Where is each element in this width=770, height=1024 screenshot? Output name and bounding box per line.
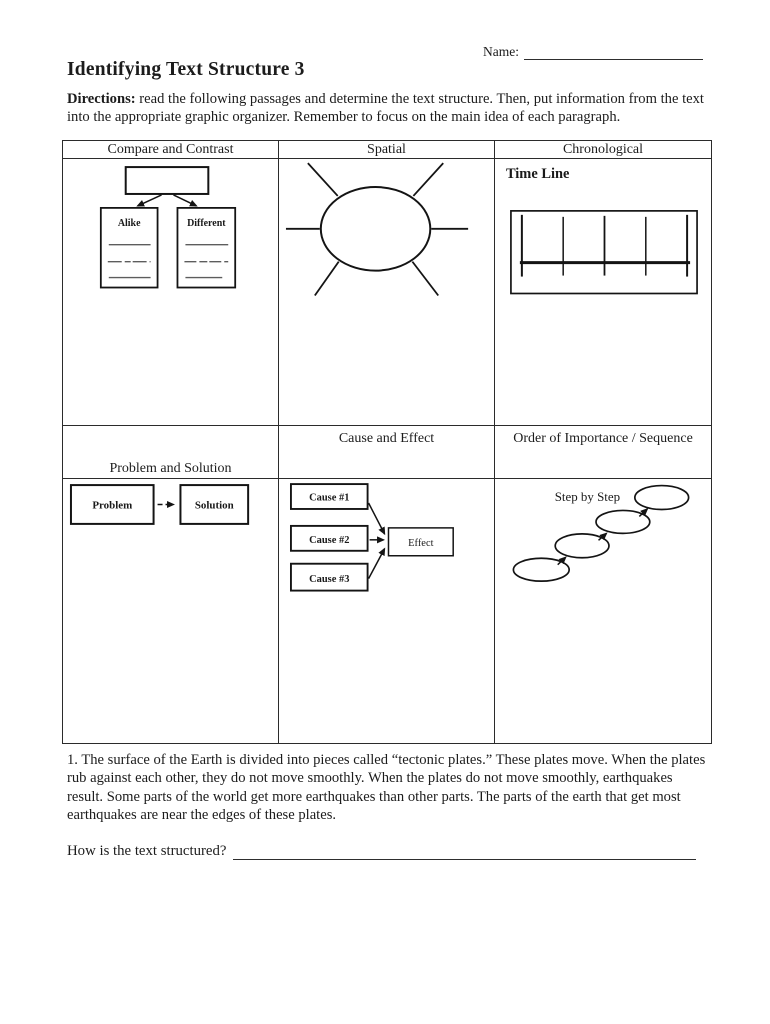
arrow-to-different-icon	[173, 194, 198, 207]
compare-top-box	[124, 166, 210, 195]
name-blank-line	[524, 46, 703, 60]
header-chronological: Chronological	[495, 141, 711, 159]
passage-1: 1. The surface of the Earth is divided i…	[67, 752, 706, 824]
timeline-ticks	[520, 214, 689, 277]
problem-box	[69, 484, 155, 525]
page-title: Identifying Text Structure 3	[67, 59, 305, 80]
step-by-step-diagram: Step by Step	[512, 484, 690, 582]
solution-box	[179, 484, 250, 525]
alike-box	[99, 206, 159, 289]
sequence-arrows	[557, 507, 649, 566]
arrow-to-alike-icon	[136, 194, 162, 207]
sequence-ovals	[512, 484, 690, 582]
header-cause-effect: Cause and Effect	[279, 426, 495, 479]
cause-effect-cell: Cause #1 Cause #2 Cause #3 Effect	[279, 479, 495, 743]
cause2-box	[289, 524, 369, 552]
cause-effect-diagram: Cause #1 Cause #2 Cause #3 Effect	[289, 483, 454, 592]
cause3-box	[289, 562, 369, 592]
compare-contrast-cell: Alike Different	[63, 159, 279, 426]
spatial-cell	[279, 159, 495, 426]
spatial-oval	[319, 185, 432, 272]
header-problem-solution: Problem and Solution	[63, 426, 279, 479]
step-by-step-label: Step by Step	[555, 489, 620, 504]
sequence-cell: Step by Step	[495, 479, 711, 743]
directions-paragraph: Directions: read the following passages …	[67, 90, 707, 127]
cause1-label: Cause #1	[309, 493, 349, 504]
cause3-label: Cause #3	[309, 574, 349, 585]
solution-label: Solution	[195, 499, 234, 511]
different-write-lines	[184, 244, 229, 279]
problem-solution-cell: Problem Solution	[63, 479, 279, 743]
header-spatial: Spatial	[279, 141, 495, 159]
answer-blank-line	[233, 844, 696, 860]
directions-label: Directions:	[67, 91, 136, 107]
spatial-diagram	[285, 162, 469, 297]
cause2-label: Cause #2	[309, 535, 349, 546]
effect-box	[387, 527, 454, 557]
effect-label: Effect	[408, 538, 433, 549]
problem-solution-diagram: Problem Solution	[69, 484, 250, 525]
cause1-box	[289, 483, 369, 510]
header-compare-contrast: Compare and Contrast	[63, 141, 279, 159]
problem-label: Problem	[92, 499, 132, 511]
alike-label: Alike	[118, 218, 141, 229]
compare-contrast-diagram: Alike Different	[99, 166, 237, 289]
question-row: How is the text structured?	[67, 840, 696, 860]
name-label: Name:	[483, 44, 519, 59]
directions-text: read the following passages and determin…	[67, 91, 704, 126]
different-label: Different	[187, 218, 226, 229]
name-row: Name:	[483, 44, 703, 60]
header-order-sequence: Order of Importance / Sequence	[495, 426, 711, 479]
timeline-label: Time Line	[506, 166, 570, 182]
alike-write-lines	[107, 244, 151, 279]
cause-arrows	[367, 502, 386, 579]
organizer-table: Compare and Contrast Spatial Chronologic…	[62, 140, 712, 744]
timeline-frame	[510, 210, 698, 295]
timeline-diagram: Time Line	[506, 166, 698, 295]
spatial-rays	[285, 162, 469, 297]
question-label: How is the text structured?	[67, 843, 227, 859]
chronological-cell: Time Line	[495, 159, 711, 426]
different-box	[176, 206, 237, 289]
